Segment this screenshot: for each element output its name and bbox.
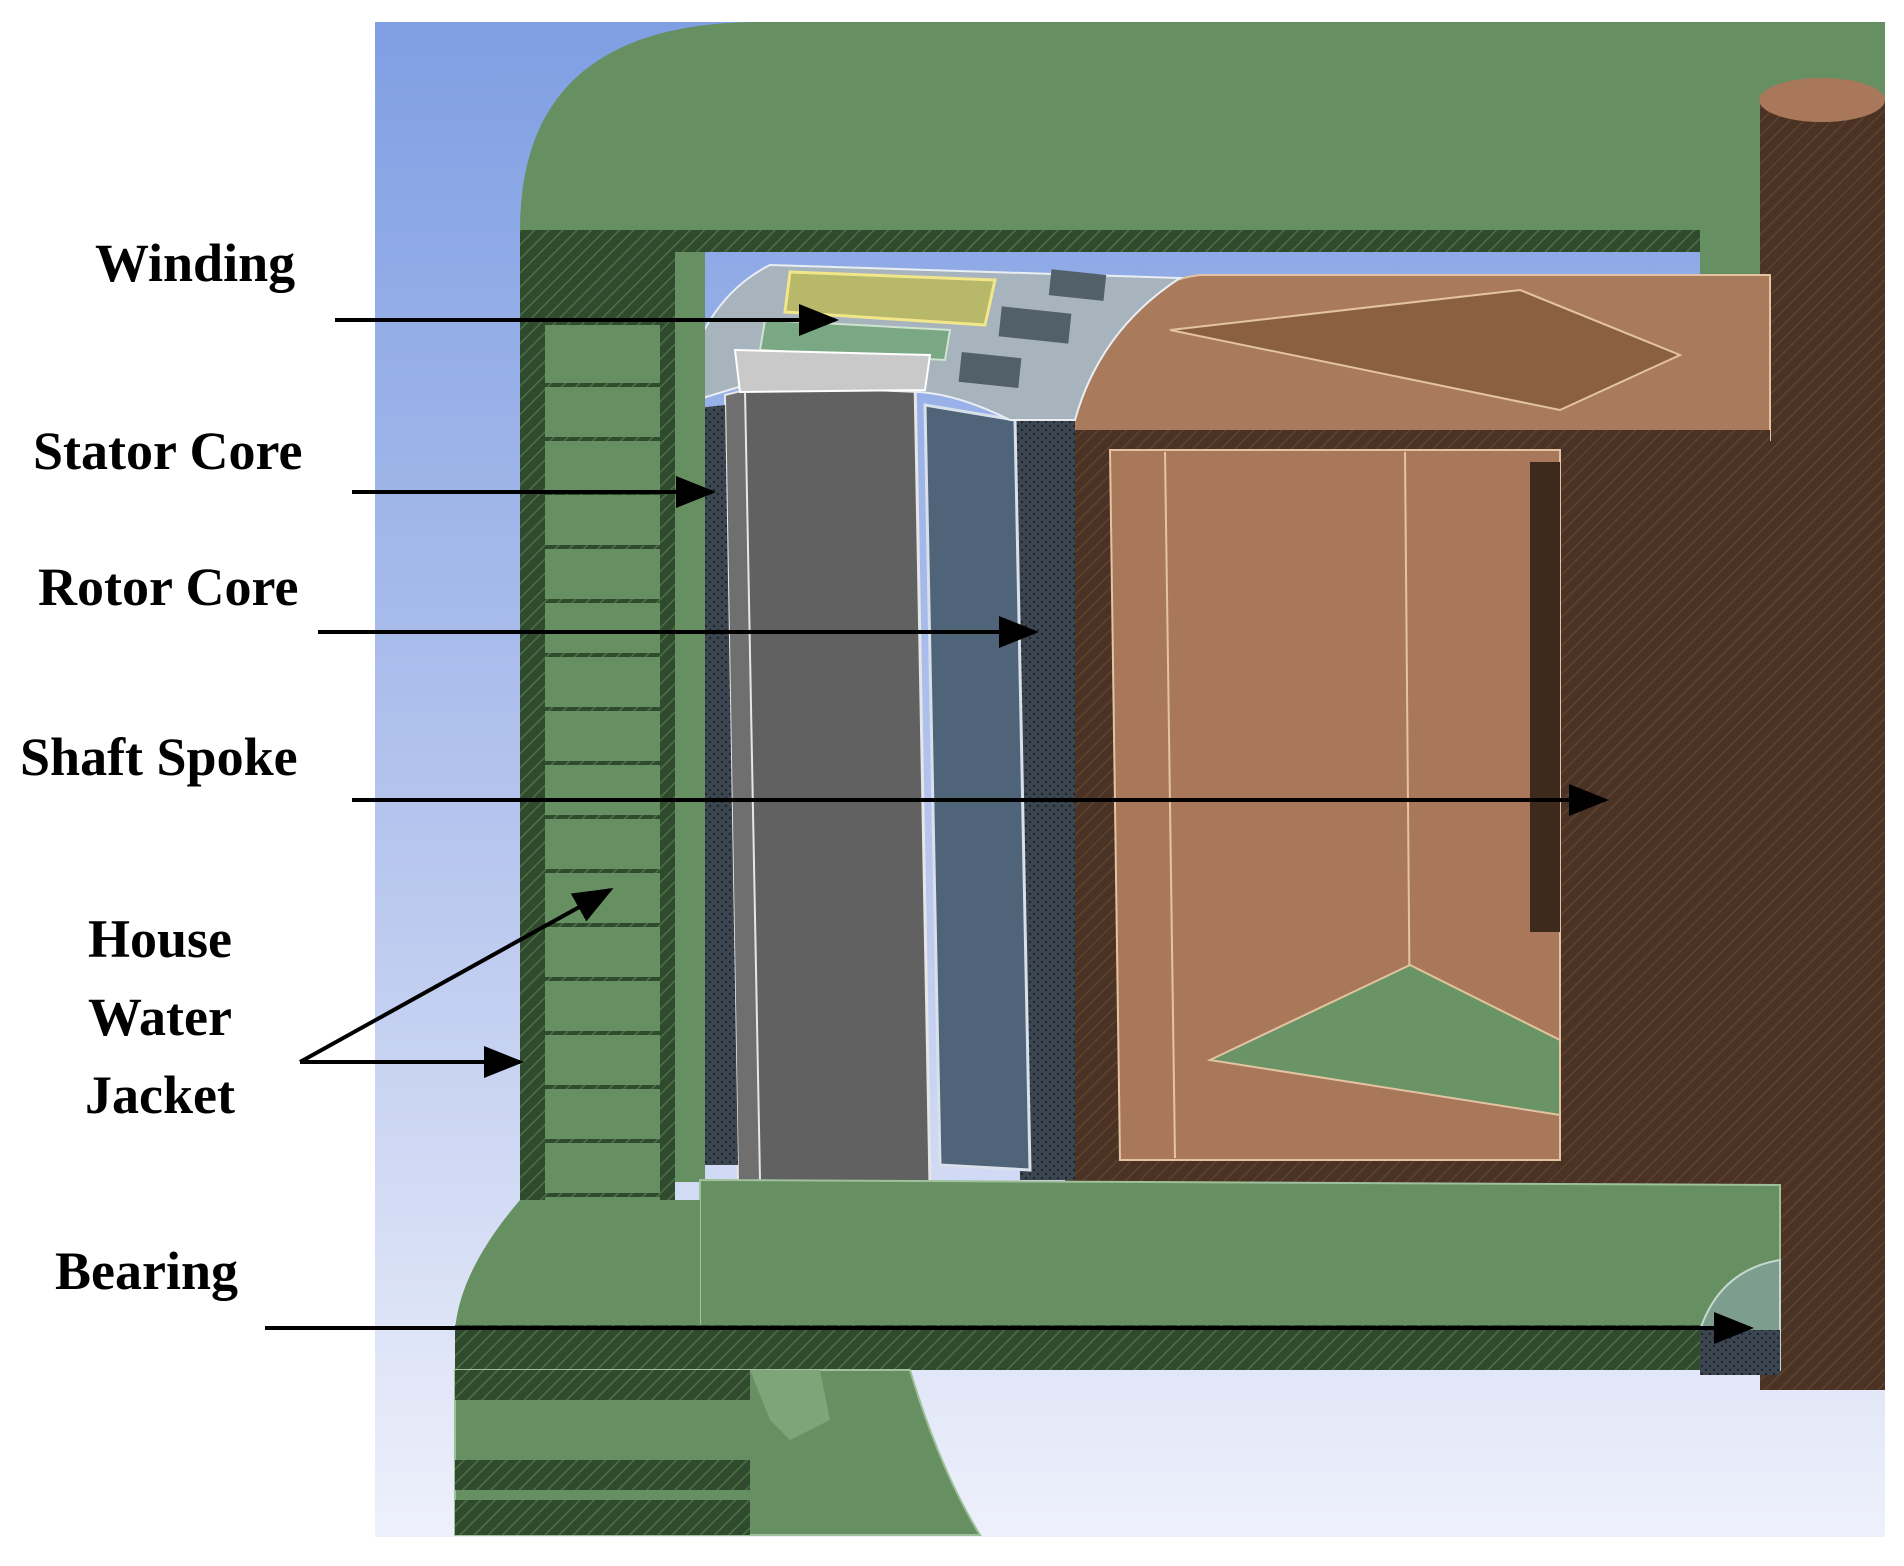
spoke-upper-cavity	[1169, 288, 1683, 412]
label-house-water-jacket: House Water Jacket	[50, 900, 270, 1134]
winding-slot-3	[958, 351, 1022, 389]
housing-top-band	[520, 230, 1700, 252]
water-jacket-fin	[545, 387, 660, 437]
water-jacket-fin	[545, 1089, 660, 1139]
winding-slot-2	[998, 306, 1072, 344]
label-rotor-core: Rotor Core	[38, 557, 299, 617]
housing-lower-lip	[750, 1370, 830, 1440]
water-jacket-fin	[545, 495, 660, 545]
spoke-inner-bottom-green	[1206, 963, 1561, 1117]
water-jacket-fin	[545, 603, 660, 653]
housing-lower-flange	[454, 1369, 982, 1536]
label-winding: Winding	[95, 233, 296, 293]
rotor-core-shape	[923, 403, 1032, 1172]
water-jacket-fin	[545, 927, 660, 977]
water-jacket-fin	[545, 711, 660, 761]
water-jacket-fin	[545, 765, 660, 815]
leader-arrows	[265, 304, 1754, 1344]
housing-bottom	[699, 1178, 1781, 1331]
housing-lower-band-1	[455, 1370, 750, 1400]
water-jacket-fin	[545, 657, 660, 707]
housing-lower-band-3	[455, 1500, 750, 1535]
water-jacket-fin	[545, 441, 660, 491]
water-jacket-fin	[545, 1035, 660, 1085]
label-house-water-jacket-line: Water	[88, 987, 232, 1047]
label-house-water-jacket-line: Jacket	[85, 1065, 235, 1125]
housing-inner-strip	[675, 252, 705, 1182]
water-jacket-fin	[545, 981, 660, 1031]
arrow-water-jacket-1	[299, 888, 614, 1064]
bearing-dotted	[1700, 1330, 1780, 1375]
spoke-inner-box	[1108, 449, 1561, 1161]
label-bearing: Bearing	[55, 1241, 238, 1301]
shaft-column	[1760, 100, 1885, 1390]
label-shaft-spoke: Shaft Spoke	[20, 727, 298, 787]
label-stator-core: Stator Core	[33, 421, 303, 481]
water-jacket-fin	[545, 549, 660, 599]
housing-top	[520, 22, 1885, 275]
spoke-inner-slot	[1530, 462, 1560, 932]
housing-lower-band-2	[455, 1460, 750, 1490]
stator-core-shape	[738, 378, 932, 1190]
shaft-column-top	[1759, 78, 1885, 122]
water-jacket-fin	[545, 325, 660, 383]
label-house-water-jacket-line: House	[87, 909, 233, 969]
housing-bottom-curve	[455, 1200, 700, 1330]
spoke-inner-line-1	[1164, 451, 1176, 1159]
water-jacket-fin	[545, 819, 660, 869]
water-jacket-fin	[545, 1143, 660, 1193]
winding-slot-1	[1048, 269, 1107, 301]
winding-coil-white	[733, 348, 932, 394]
spoke-inner-line-2	[1404, 451, 1411, 1041]
housing-bottom-band	[455, 1325, 1700, 1370]
